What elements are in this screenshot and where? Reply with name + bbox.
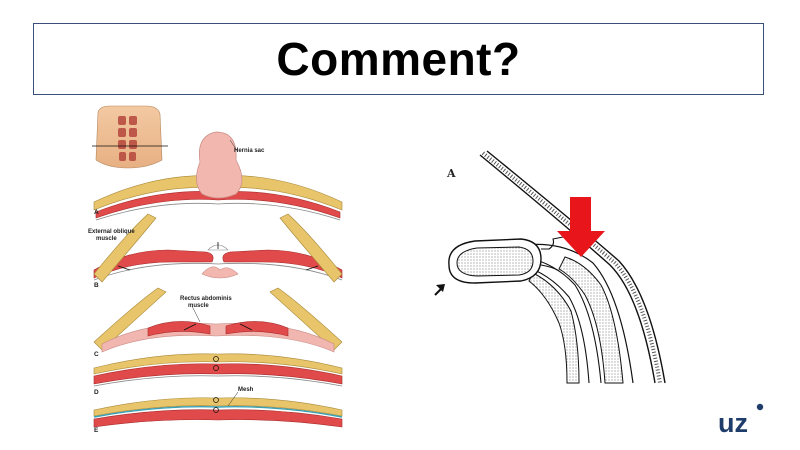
red-down-arrow: [557, 197, 605, 257]
label-external-oblique: External oblique: [88, 229, 135, 235]
torso-thumbnail: [92, 105, 168, 169]
step-b-cross-section: External oblique muscle B: [88, 213, 343, 289]
title-box: Comment?: [33, 23, 764, 95]
hernia-line-drawing: A: [434, 150, 666, 384]
slide-title: Comment?: [276, 33, 521, 85]
label-rectus-abdominis-2: muscle: [188, 303, 209, 309]
uz-logo: uz: [716, 402, 772, 438]
panel-label-a: A: [446, 167, 456, 180]
step-d-cross-section: D: [93, 353, 343, 396]
step-c-cross-section: Rectus abdominis muscle C: [93, 287, 343, 358]
label-rectus-abdominis: Rectus abdominis: [180, 296, 232, 302]
step-label-b: B: [94, 282, 99, 289]
uz-logo-mark: uz: [718, 403, 764, 438]
step-label-a: A: [94, 209, 99, 216]
step-label-c: C: [94, 351, 99, 358]
hernia-repair-illustration: Hernia sac A External oblique muscle B R…: [88, 105, 343, 434]
label-hernia-sac: Hernia sac: [234, 148, 265, 154]
label-mesh: Mesh: [238, 387, 254, 393]
step-a-cross-section: Hernia sac A: [93, 131, 343, 221]
step-label-d: D: [94, 389, 99, 396]
step-label-e: E: [94, 427, 99, 434]
step-e-cross-section: Mesh E: [93, 387, 343, 434]
uz-logo-text: uz: [718, 408, 748, 436]
label-external-oblique-2: muscle: [96, 236, 117, 242]
